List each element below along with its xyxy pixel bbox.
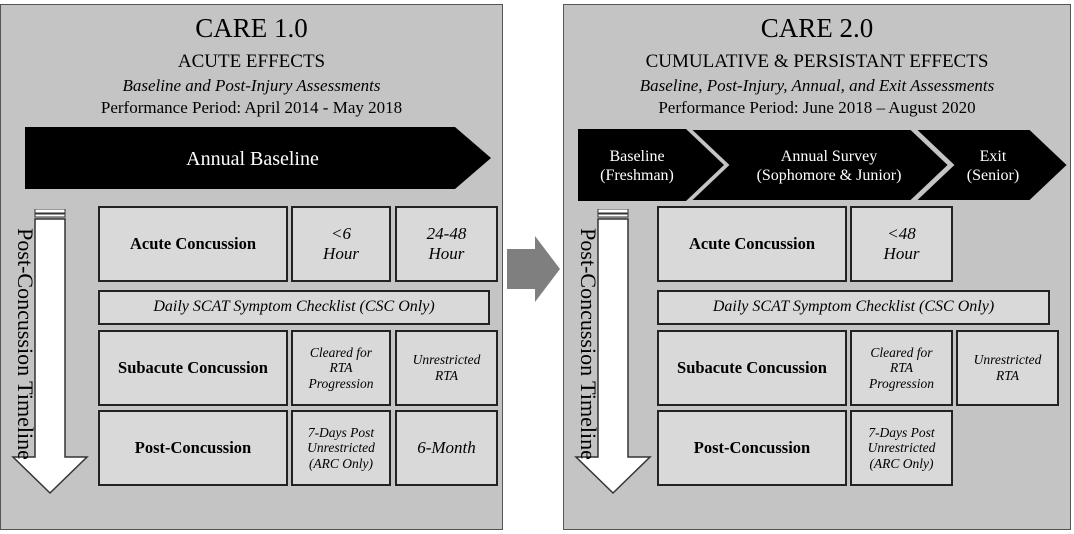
acute-concussion-cell: Acute Concussion [657, 206, 847, 282]
timeline-label: Post-Concussion Timeline [13, 228, 38, 460]
acute-time-2-cell: 24-48 Hour [395, 206, 498, 282]
post-time-1-cell: 7-Days Post Unrestricted (ARC Only) [850, 410, 953, 486]
stage-arrows [578, 129, 1070, 201]
post-time-1-cell: 7-Days Post Unrestricted (ARC Only) [291, 410, 391, 486]
care-2-assessments: Baseline, Post-Injury, Annual, and Exit … [639, 76, 995, 95]
care-2-period: Performance Period: June 2018 – August 2… [658, 98, 976, 117]
stage-baseline-shape [578, 129, 724, 201]
stage-annual-survey-shape [688, 129, 951, 201]
transition-arrow-icon [507, 236, 560, 302]
subacute-time-2-cell: Unrestricted RTA [956, 330, 1059, 406]
acute-concussion-cell: Acute Concussion [98, 206, 288, 282]
annual-baseline-label: Annual Baseline [186, 148, 319, 170]
subacute-concussion-cell: Subacute Concussion [657, 330, 847, 406]
stage-baseline-label: Baseline (Freshman) [600, 148, 674, 185]
acute-time-1-cell: <48 Hour [850, 206, 953, 282]
post-concussion-cell: Post-Concussion [98, 410, 288, 486]
subacute-concussion-cell: Subacute Concussion [98, 330, 288, 406]
post-time-2-cell: 6-Month [395, 410, 498, 486]
subacute-time-1-cell: Cleared for RTA Progression [850, 330, 953, 406]
care-1-assessments: Baseline and Post-Injury Assessments [122, 76, 381, 95]
subacute-time-2-cell: Unrestricted RTA [395, 330, 498, 406]
post-concussion-cell: Post-Concussion [657, 410, 847, 486]
stage-exit-shape [913, 129, 1070, 201]
stage-annual-survey-label: Annual Survey (Sophomore & Junior) [756, 148, 902, 185]
scat-checklist-cell: Daily SCAT Symptom Checklist (CSC Only) [98, 290, 490, 325]
care-2-title: CARE 2.0 [760, 13, 874, 43]
care-2-subtitle: CUMULATIVE & PERSISTANT EFFECTS [645, 51, 989, 72]
care-1-panel: CARE 1.0 ACUTE EFFECTS Baseline and Post… [0, 4, 503, 530]
timeline-down-arrow-icon [574, 209, 652, 495]
subacute-time-1-cell: Cleared for RTA Progression [291, 330, 391, 406]
acute-time-1-cell: <6 Hour [291, 206, 391, 282]
scat-checklist-cell: Daily SCAT Symptom Checklist (CSC Only) [657, 290, 1050, 325]
timeline-down-arrow-icon [11, 209, 89, 495]
stage-exit-label: Exit (Senior) [966, 148, 1020, 185]
care-1-period: Performance Period: April 2014 - May 201… [100, 98, 403, 117]
timeline-label: Post-Concussion Timeline [576, 228, 601, 460]
care-2-panel: CARE 2.0 CUMULATIVE & PERSISTANT EFFECTS… [563, 4, 1071, 530]
care-1-subtitle: ACUTE EFFECTS [177, 51, 326, 72]
annual-baseline-arrow [25, 127, 491, 189]
care-1-title: CARE 1.0 [195, 13, 308, 43]
